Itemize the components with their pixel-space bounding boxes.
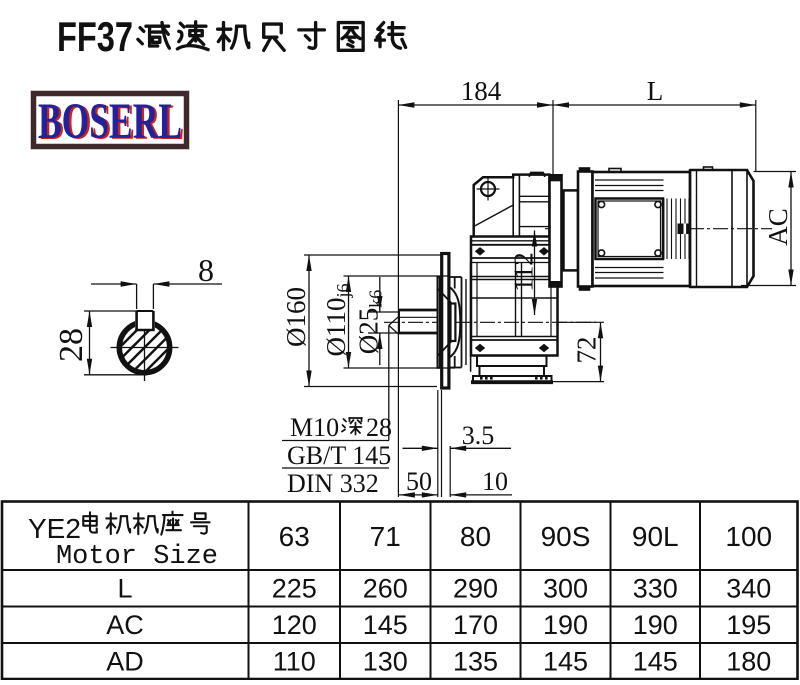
svg-text:195: 195	[726, 610, 771, 640]
svg-text:145: 145	[633, 647, 678, 677]
svg-text:135: 135	[453, 647, 498, 677]
svg-text:130: 130	[363, 647, 408, 677]
svg-text:3.5: 3.5	[462, 421, 495, 450]
svg-text:AC: AC	[106, 610, 144, 640]
svg-text:300: 300	[543, 574, 588, 604]
svg-text:GB/T 145: GB/T 145	[287, 441, 391, 470]
svg-text:225: 225	[272, 574, 317, 604]
svg-text:Ø110j6: Ø110j6	[321, 283, 353, 356]
svg-text:120: 120	[272, 610, 317, 640]
svg-text:M10: M10	[290, 413, 339, 442]
svg-text:8: 8	[198, 252, 214, 288]
svg-text:80: 80	[460, 521, 491, 552]
svg-text:72: 72	[572, 337, 602, 364]
svg-text:DIN 332: DIN 332	[287, 469, 379, 498]
svg-text:290: 290	[453, 574, 498, 604]
svg-text:110: 110	[273, 647, 316, 677]
svg-text:YE2: YE2	[28, 513, 81, 544]
svg-text:184: 184	[461, 76, 502, 106]
svg-text:145: 145	[363, 610, 408, 640]
svg-text:190: 190	[633, 610, 678, 640]
svg-text:90S: 90S	[541, 521, 591, 552]
svg-text:50: 50	[406, 467, 432, 496]
svg-text:L: L	[117, 574, 132, 604]
svg-text:BOSERL: BOSERL	[38, 94, 182, 150]
svg-text:330: 330	[633, 574, 678, 604]
svg-text:10: 10	[482, 467, 508, 496]
svg-text:100: 100	[725, 521, 772, 552]
svg-text:180: 180	[726, 647, 771, 677]
svg-text:28: 28	[366, 413, 392, 442]
svg-text:260: 260	[363, 574, 408, 604]
svg-text:71: 71	[370, 521, 401, 552]
svg-text:63: 63	[279, 521, 310, 552]
svg-text:AD: AD	[106, 647, 144, 677]
svg-text:Motor Size: Motor Size	[56, 542, 218, 572]
svg-text:28: 28	[53, 328, 90, 362]
svg-text:190: 190	[543, 610, 588, 640]
svg-text:145: 145	[543, 647, 588, 677]
svg-text:L: L	[647, 76, 664, 106]
svg-text:FF37: FF37	[57, 13, 133, 60]
svg-text:AC: AC	[763, 208, 793, 246]
svg-text:90L: 90L	[632, 521, 679, 552]
svg-text:Ø160: Ø160	[281, 287, 311, 347]
svg-text:112: 112	[509, 252, 539, 292]
svg-text:340: 340	[726, 574, 771, 604]
svg-text:170: 170	[453, 610, 498, 640]
svg-text:BOSERL: BOSERL	[40, 95, 184, 151]
